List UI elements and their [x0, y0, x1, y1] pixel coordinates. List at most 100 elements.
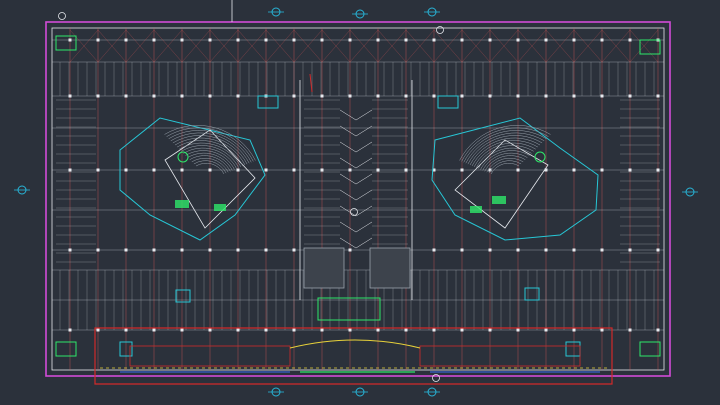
column — [376, 38, 380, 42]
ramp-hatch-arc — [488, 160, 522, 174]
left-core-marker — [177, 151, 189, 163]
column — [376, 328, 380, 332]
grid-marker — [432, 374, 440, 382]
column — [656, 328, 660, 332]
grid-brace — [433, 29, 463, 63]
column — [460, 328, 464, 332]
aisle-arrow — [355, 221, 373, 233]
column — [516, 94, 520, 98]
aisle-arrow — [355, 157, 373, 169]
column — [432, 94, 436, 98]
column — [404, 168, 408, 172]
column — [236, 168, 240, 172]
ramp-hatch-arc — [183, 147, 237, 169]
column — [208, 168, 212, 172]
ramp-hatch-arc — [176, 140, 244, 167]
column — [124, 328, 128, 332]
grid-marker — [436, 26, 444, 34]
central-drive-aisle — [299, 73, 413, 321]
grid-brace — [349, 29, 379, 63]
column — [600, 328, 604, 332]
ramp-hatch-arc — [461, 127, 549, 162]
column — [208, 328, 212, 332]
ramp-hatch-arc — [476, 145, 534, 168]
column — [68, 168, 72, 172]
column — [460, 168, 464, 172]
column — [460, 94, 464, 98]
grid-brace — [489, 29, 519, 63]
column — [628, 168, 632, 172]
column — [516, 168, 520, 172]
column — [152, 168, 156, 172]
column — [628, 248, 632, 252]
ramp-hatch-arc — [480, 150, 530, 170]
grid-brace — [181, 29, 211, 63]
column — [572, 38, 576, 42]
column — [628, 94, 632, 98]
ramp-hatch-arc — [168, 130, 252, 163]
column — [432, 248, 436, 252]
grid-brace — [125, 29, 155, 63]
grid-brace — [601, 29, 631, 63]
ramp-hatch-arc — [181, 145, 239, 168]
column — [516, 38, 520, 42]
column — [320, 38, 324, 42]
grid-marker — [58, 12, 66, 20]
ramp-hatch-arc — [195, 162, 225, 175]
left-equipment-block — [175, 200, 189, 208]
column — [68, 328, 72, 332]
column — [432, 168, 436, 172]
column — [96, 248, 100, 252]
ramp-hatch-arc — [463, 130, 547, 163]
service-strip — [94, 327, 613, 385]
column — [572, 328, 576, 332]
column — [600, 168, 604, 172]
ramp-hatch-arc — [471, 140, 539, 167]
column — [264, 328, 268, 332]
column — [600, 248, 604, 252]
column — [404, 38, 408, 42]
column — [544, 168, 548, 172]
aisle-arrow — [339, 141, 357, 153]
grid-brace — [377, 29, 407, 63]
left-equipment-block-2 — [214, 204, 226, 211]
center-stair-right — [369, 247, 411, 289]
ramp-hatch-arc — [166, 127, 254, 162]
column — [488, 38, 492, 42]
aisle-arrow — [339, 157, 357, 169]
column — [96, 168, 100, 172]
column — [96, 38, 100, 42]
column — [292, 248, 296, 252]
ramp-hatch-arc — [189, 155, 231, 172]
column — [348, 248, 352, 252]
ramp-hatch-arc — [172, 135, 248, 165]
grid-brace — [209, 29, 239, 63]
column — [404, 328, 408, 332]
aisle-arrow — [355, 125, 373, 137]
grid-brace — [461, 29, 491, 63]
column — [348, 328, 352, 332]
ramp-hatch-arc — [191, 157, 229, 173]
column — [124, 248, 128, 252]
column — [488, 328, 492, 332]
aisle-arrow — [339, 237, 357, 249]
column — [152, 248, 156, 252]
grid-brace — [97, 29, 127, 63]
column — [180, 168, 184, 172]
column — [600, 94, 604, 98]
column — [600, 38, 604, 42]
column — [180, 248, 184, 252]
column — [348, 168, 352, 172]
column — [180, 38, 184, 42]
grid-brace — [69, 29, 99, 63]
grid-brace — [265, 29, 295, 63]
column — [124, 168, 128, 172]
column — [628, 328, 632, 332]
column — [264, 38, 268, 42]
grid-marker — [350, 208, 358, 216]
right-ramp-core — [431, 117, 599, 241]
aisle-arrow — [355, 173, 373, 185]
column — [432, 328, 436, 332]
center-red-marker — [309, 73, 313, 93]
